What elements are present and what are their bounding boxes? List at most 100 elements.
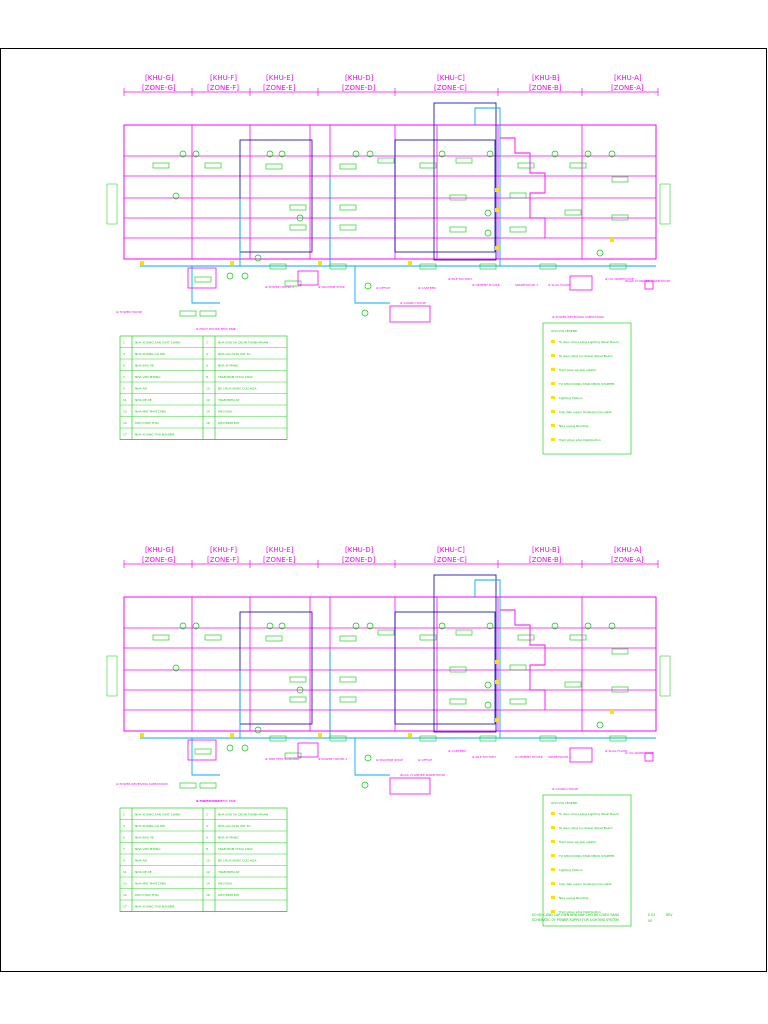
table-cell: TRAM BOM CHUA CHAY xyxy=(217,375,253,379)
zone-label: [ZONE-D] xyxy=(342,556,376,564)
zone-khu-label: [KHU-E] xyxy=(266,74,294,82)
distribution-symbol xyxy=(551,622,559,630)
legend-item: Tram bien ap Sub station xyxy=(558,368,597,372)
panel-board-symbol xyxy=(495,660,499,664)
legend-swatch xyxy=(551,382,555,385)
table-cell: TRAM BOM CHUA CHAY xyxy=(217,847,253,851)
building-label: ⊕ SLAG FLOOR xyxy=(605,749,628,753)
title-en: SCHEMATIC OF POWER SUPPLY FOR LIGHTING S… xyxy=(532,918,619,922)
slag-floor xyxy=(569,275,593,291)
building-label: ⊕ CEMENT HOUSE xyxy=(472,283,500,287)
legend-item: Tu dien chieu sang Lighting Panel Board xyxy=(558,812,619,816)
stepped-wall xyxy=(500,137,546,238)
revision-number: 00 xyxy=(648,919,652,923)
legend-item: Cap dien ngam Underground cable xyxy=(559,410,612,414)
legend-swatch xyxy=(551,812,555,815)
table-cell: 8 xyxy=(206,847,208,851)
gas-warehouse xyxy=(644,280,654,290)
legend-item: TU KHOI DONG STAR DELTA STARTER xyxy=(558,382,615,386)
table-cell: 2 xyxy=(206,813,208,817)
table-cell: 7 xyxy=(123,847,125,851)
panel-tag xyxy=(449,194,467,201)
site-plan-bottom: [KHU-G][ZONE-G][KHU-F][ZONE-F][KHU-E][ZO… xyxy=(106,546,671,927)
panel-board-symbol xyxy=(610,238,614,242)
distribution-symbol xyxy=(361,309,369,317)
table-cell: 10 xyxy=(206,387,210,391)
panel-tag xyxy=(611,176,629,183)
building-label: ⊕ OIL WAREHOUSE xyxy=(625,751,654,755)
building-label: ⊕ POWER RECEIVING SUBSTATION xyxy=(116,782,168,786)
legend-swatch xyxy=(551,368,555,371)
cable-branch xyxy=(191,738,220,776)
building-label: ⊕GAS CYLINDER WAREHOUSE xyxy=(400,773,445,777)
zone-khu-label: [KHU-G] xyxy=(145,74,174,82)
panel-tag xyxy=(455,629,473,636)
building-label: ⊕ OFFICE xyxy=(376,286,390,290)
table-cell: 1 xyxy=(123,341,125,345)
table-cell: 8 xyxy=(206,375,208,379)
table-cell: NHA XUONG THU NGHIEM xyxy=(135,905,174,909)
building-label: ⊕ CEMENT HOUSE xyxy=(515,755,543,759)
gate-label-left xyxy=(106,655,118,697)
gas-warehouse xyxy=(644,752,654,762)
zone-khu-label: [KHU-F] xyxy=(210,546,237,554)
table-cell: 15 xyxy=(123,421,127,425)
building-label: ⊕ GUARD HOUSE xyxy=(400,301,426,305)
panel-tag xyxy=(204,634,222,641)
guard-house xyxy=(389,777,431,795)
legend-swatch xyxy=(551,410,555,413)
distribution-symbol xyxy=(438,622,446,630)
legend-item: Lighting Fixture xyxy=(559,396,582,400)
legend-swatch xyxy=(551,910,555,913)
zone-khu-label: [KHU-D] xyxy=(345,74,374,82)
panel-tag xyxy=(509,192,527,199)
distribution-symbol xyxy=(584,150,592,158)
building-label: SPAREHOUSE-1 xyxy=(548,755,571,759)
distribution-symbol xyxy=(352,150,360,158)
panel-tag xyxy=(339,635,357,642)
drawing-code: E-02 xyxy=(648,913,655,917)
drawing-sheet xyxy=(0,48,767,972)
panel-tag xyxy=(329,735,347,742)
table-cell: NHA KHO VA CHON THANH PHAM xyxy=(218,813,269,817)
zone-khu-label: [KHU-B] xyxy=(532,546,560,554)
zone-label: [ZONE-F] xyxy=(207,84,239,92)
panel-tag xyxy=(419,634,437,641)
table-cell: 11 xyxy=(123,870,127,874)
panel-tag xyxy=(339,204,357,211)
table-cell: 5 xyxy=(123,836,125,840)
panel-tag xyxy=(289,224,307,231)
stepped-wall xyxy=(500,609,546,710)
zone-label: [ZONE-G] xyxy=(142,84,176,92)
building-label: ⊕ CANTEEN xyxy=(448,749,466,753)
table-cell: 5 xyxy=(123,364,125,368)
panel-tag xyxy=(564,209,582,216)
structural-frame xyxy=(433,574,497,733)
table-cell: 3 xyxy=(123,352,125,356)
ancillary-building xyxy=(187,739,217,761)
panel-tag xyxy=(179,782,197,789)
building-label: ⊕ OFFICE xyxy=(418,758,432,762)
building-label: ⊕ TOWER HOUSE xyxy=(196,799,222,803)
table-cell: NHA BAO VE xyxy=(135,364,154,368)
panel-board-symbol xyxy=(140,733,144,737)
legend-title: GHI CHU LEGEND xyxy=(551,801,578,805)
panel-tag xyxy=(265,635,283,642)
distribution-symbol xyxy=(266,622,274,630)
building-label: ⊕ CANTEEN xyxy=(418,286,436,290)
table-cell: 11 xyxy=(123,398,127,402)
distribution-symbol xyxy=(484,701,492,709)
distribution-symbol xyxy=(226,744,234,752)
ancillary-building xyxy=(297,742,319,758)
zone-khu-label: [KHU-D] xyxy=(345,546,374,554)
distribution-symbol xyxy=(484,229,492,237)
distribution-symbol xyxy=(366,150,374,158)
zone-label: [ZONE-B] xyxy=(529,84,562,92)
zone-khu-label: [KHU-A] xyxy=(614,546,642,554)
panel-board-symbol xyxy=(318,261,322,265)
panel-tag xyxy=(479,263,497,270)
table-cell: NHA XUONG CO KHI xyxy=(135,824,165,828)
panel-board-symbol xyxy=(230,261,234,265)
table-cell: NHA KHO VA CHON THANH PHAM xyxy=(218,341,269,345)
